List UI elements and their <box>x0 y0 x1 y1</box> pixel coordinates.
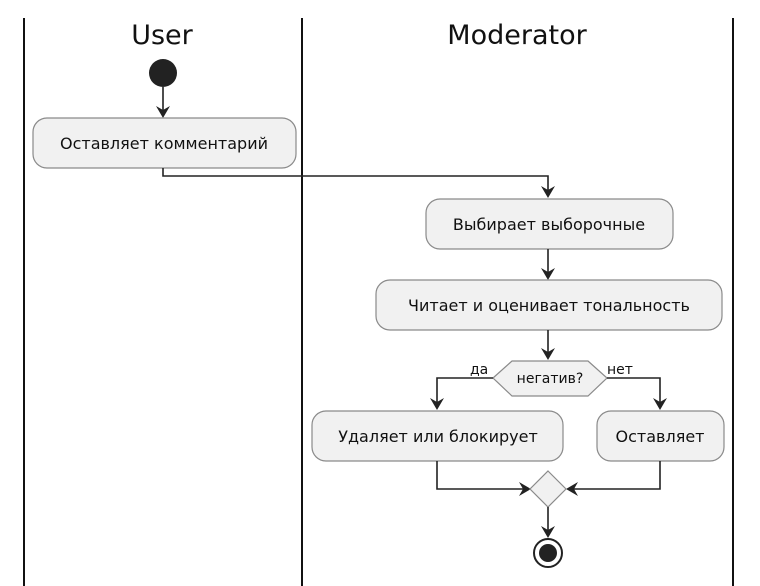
edge-comment-to-choose <box>162 168 549 192</box>
decision-node: негатив? <box>492 360 608 397</box>
branch-label-no: нет <box>607 362 633 378</box>
merge-node <box>529 470 567 508</box>
arrow-head <box>430 398 444 410</box>
decision-label: негатив? <box>517 371 584 387</box>
arrow-head <box>653 398 667 410</box>
lane-title-user: User <box>131 20 193 51</box>
arrow-head <box>541 348 555 360</box>
arrow-head <box>541 526 555 538</box>
node-leave-comment-label: Оставляет комментарий <box>60 134 268 153</box>
node-choose-sample: Выбирает выборочные <box>425 198 674 250</box>
edge-leave-to-merge <box>571 461 661 490</box>
edge-delete-to-merge <box>436 461 526 490</box>
arrow-head <box>541 268 555 280</box>
lane-title-moderator: Moderator <box>447 20 587 51</box>
edge-decision-no <box>607 377 661 404</box>
node-read-tone-label: Читает и оценивает тональность <box>408 296 690 315</box>
node-leave-label: Оставляет <box>616 427 705 446</box>
node-read-tone: Читает и оценивает тональность <box>375 279 723 331</box>
edge-decision-yes <box>436 377 493 404</box>
arrow-head <box>156 106 170 118</box>
arrow-head <box>519 482 531 496</box>
branch-label-yes: да <box>470 362 488 378</box>
arrow-head <box>541 186 555 198</box>
end-node <box>533 538 563 568</box>
node-leave: Оставляет <box>596 410 725 462</box>
arrow-head <box>566 482 578 496</box>
node-leave-comment: Оставляет комментарий <box>32 117 297 169</box>
start-node <box>149 59 177 87</box>
node-choose-sample-label: Выбирает выборочные <box>453 215 645 234</box>
node-delete-block: Удаляет или блокирует <box>311 410 564 462</box>
node-delete-block-label: Удаляет или блокирует <box>338 427 538 446</box>
